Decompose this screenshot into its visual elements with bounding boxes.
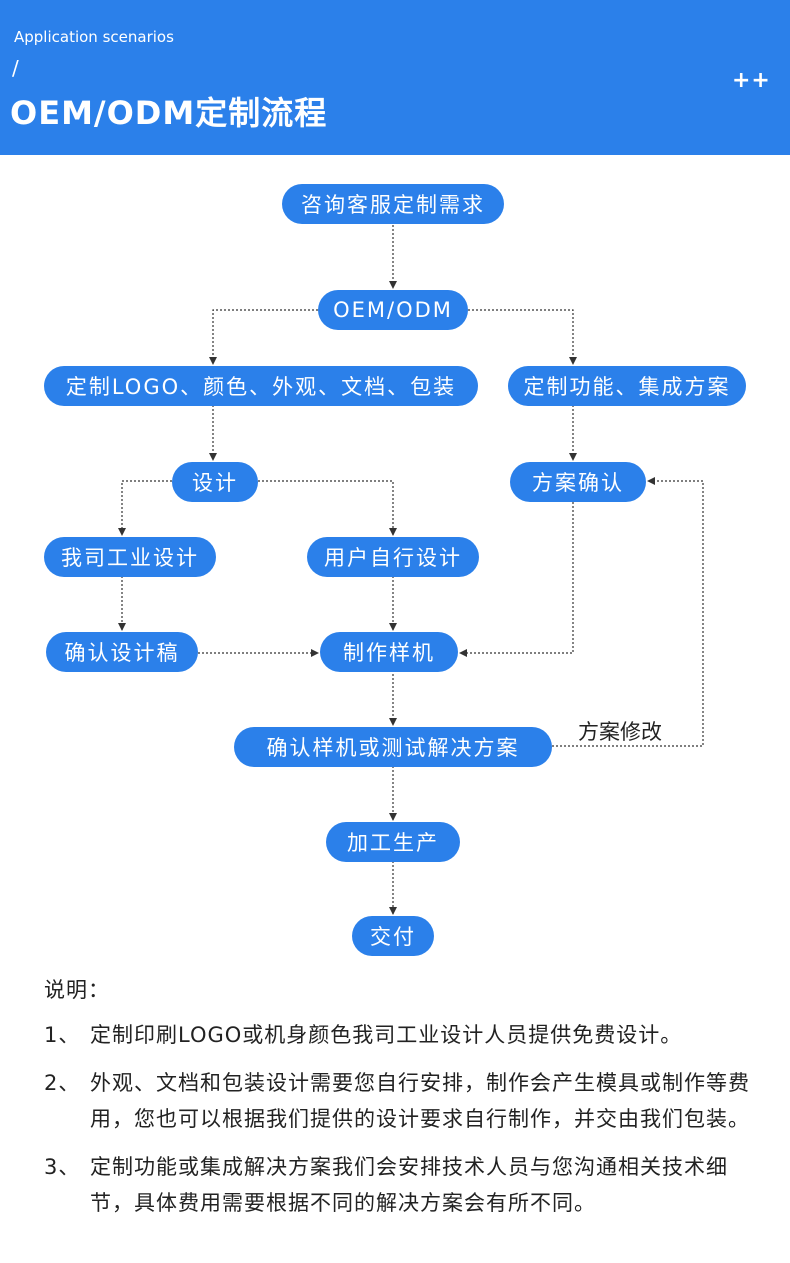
node-plan-confirm: 方案确认 <box>510 462 646 502</box>
arrow-design-to-company-design <box>118 480 172 536</box>
note-text: 定制印刷LOGO或机身颜色我司工业设计人员提供免费设计。 <box>90 1023 683 1047</box>
note-number: 1、 <box>44 1023 81 1047</box>
node-custom-logo: 定制LOGO、颜色、外观、文档、包装 <box>44 366 478 406</box>
node-production: 加工生产 <box>326 822 460 862</box>
label-plan-modify: 方案修改 <box>578 720 662 744</box>
note-number: 3、 <box>44 1155 81 1179</box>
note-text: 定制功能或集成解决方案我们会安排技术人员与您沟通相关技术细节，具体费用需要根据不… <box>90 1155 728 1215</box>
header-subtitle: Application scenarios <box>14 28 174 46</box>
header-plus-decoration: ++ <box>732 68 771 93</box>
node-oem-odm: OEM/ODM <box>318 290 468 330</box>
node-consult: 咨询客服定制需求 <box>282 184 504 224</box>
node-delivery: 交付 <box>352 916 434 956</box>
note-item-3: 3、 定制功能或集成解决方案我们会安排技术人员与您沟通相关技术细节，具体费用需要… <box>44 1149 764 1221</box>
arrow-oem-to-custom-logo <box>209 309 318 365</box>
node-confirm-sample: 确认样机或测试解决方案 <box>234 727 552 767</box>
note-text: 外观、文档和包装设计需要您自行安排，制作会产生模具或制作等费用，您也可以根据我们… <box>90 1071 750 1131</box>
notes-heading: 说明： <box>44 978 110 1002</box>
node-user-design: 用户自行设计 <box>307 537 479 577</box>
page-title: OEM/ODM定制流程 <box>10 94 328 132</box>
arrow-plan-confirm-to-make-sample <box>459 502 574 657</box>
node-design: 设计 <box>172 462 258 502</box>
header-slash: / <box>12 56 19 80</box>
node-custom-function: 定制功能、集成方案 <box>508 366 746 406</box>
notes-section: 说明： 1、 定制印刷LOGO或机身颜色我司工业设计人员提供免费设计。 2、 外… <box>44 975 764 1221</box>
arrow-design-to-user-design <box>258 480 397 536</box>
node-company-design: 我司工业设计 <box>44 537 216 577</box>
node-confirm-draft: 确认设计稿 <box>46 632 198 672</box>
note-item-2: 2、 外观、文档和包装设计需要您自行安排，制作会产生模具或制作等费用，您也可以根… <box>44 1065 764 1137</box>
header-banner: Application scenarios / OEM/ODM定制流程 ++ <box>0 0 790 155</box>
note-item-1: 1、 定制印刷LOGO或机身颜色我司工业设计人员提供免费设计。 <box>44 1017 764 1053</box>
arrow-plan-modify-loop <box>552 477 704 747</box>
arrow-oem-to-custom-function <box>468 309 577 365</box>
node-make-sample: 制作样机 <box>320 632 458 672</box>
note-number: 2、 <box>44 1071 81 1095</box>
